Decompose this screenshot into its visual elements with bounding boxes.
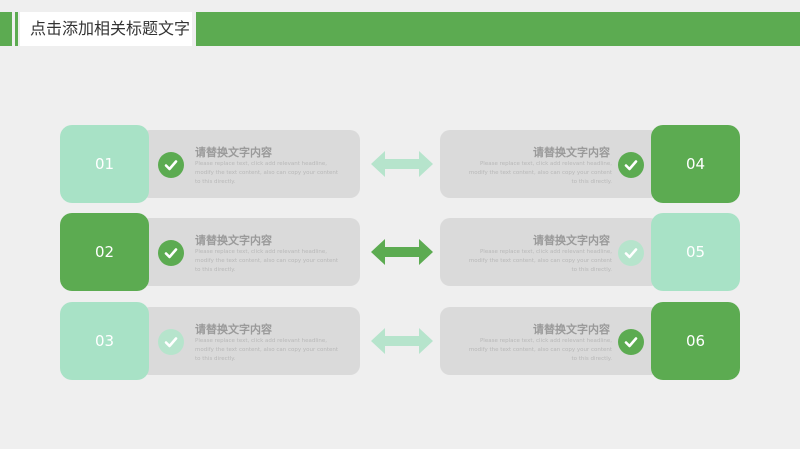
double-arrow-icon xyxy=(371,239,433,265)
card-body[interactable]: Please replace text, click add relevant … xyxy=(468,338,612,362)
card-title[interactable]: 请替换文字内容 xyxy=(195,234,272,247)
check-icon xyxy=(158,329,184,355)
number-box-05[interactable]: 05 xyxy=(651,213,740,291)
page-title[interactable]: 点击添加相关标题文字 xyxy=(30,19,191,38)
card-title[interactable]: 请替换文字内容 xyxy=(195,323,272,336)
card-title[interactable]: 请替换文字内容 xyxy=(533,323,610,336)
number-box-06[interactable]: 06 xyxy=(651,302,740,380)
card-title[interactable]: 请替换文字内容 xyxy=(533,146,610,159)
number-box-04[interactable]: 04 xyxy=(651,125,740,203)
card-right-5[interactable]: 请替换文字内容 Please replace text, click add r… xyxy=(440,218,660,286)
row-2: 请替换文字内容 Please replace text, click add r… xyxy=(0,213,800,293)
card-body[interactable]: Please replace text, click add relevant … xyxy=(195,249,339,273)
card-body[interactable]: Please replace text, click add relevant … xyxy=(468,249,612,273)
double-arrow-icon xyxy=(371,151,433,177)
row-1: 请替换文字内容 Please replace text, click add r… xyxy=(0,125,800,205)
header-title-background xyxy=(20,12,192,46)
header-stripe-left xyxy=(0,12,12,46)
check-icon xyxy=(618,240,644,266)
card-left-1[interactable]: 请替换文字内容 Please replace text, click add r… xyxy=(140,130,360,198)
check-icon xyxy=(158,152,184,178)
card-left-3[interactable]: 请替换文字内容 Please replace text, click add r… xyxy=(140,307,360,375)
check-icon xyxy=(158,240,184,266)
number-box-03[interactable]: 03 xyxy=(60,302,149,380)
card-title[interactable]: 请替换文字内容 xyxy=(195,146,272,159)
header-accent xyxy=(15,12,18,46)
row-3: 请替换文字内容 Please replace text, click add r… xyxy=(0,302,800,382)
card-left-2[interactable]: 请替换文字内容 Please replace text, click add r… xyxy=(140,218,360,286)
number-box-01[interactable]: 01 xyxy=(60,125,149,203)
header-bar xyxy=(196,12,800,46)
card-body[interactable]: Please replace text, click add relevant … xyxy=(195,338,339,362)
card-right-4[interactable]: 请替换文字内容 Please replace text, click add r… xyxy=(440,130,660,198)
double-arrow-icon xyxy=(371,328,433,354)
check-icon xyxy=(618,329,644,355)
number-box-02[interactable]: 02 xyxy=(60,213,149,291)
check-icon xyxy=(618,152,644,178)
card-right-6[interactable]: 请替换文字内容 Please replace text, click add r… xyxy=(440,307,660,375)
card-body[interactable]: Please replace text, click add relevant … xyxy=(195,161,339,185)
card-title[interactable]: 请替换文字内容 xyxy=(533,234,610,247)
card-body[interactable]: Please replace text, click add relevant … xyxy=(468,161,612,185)
